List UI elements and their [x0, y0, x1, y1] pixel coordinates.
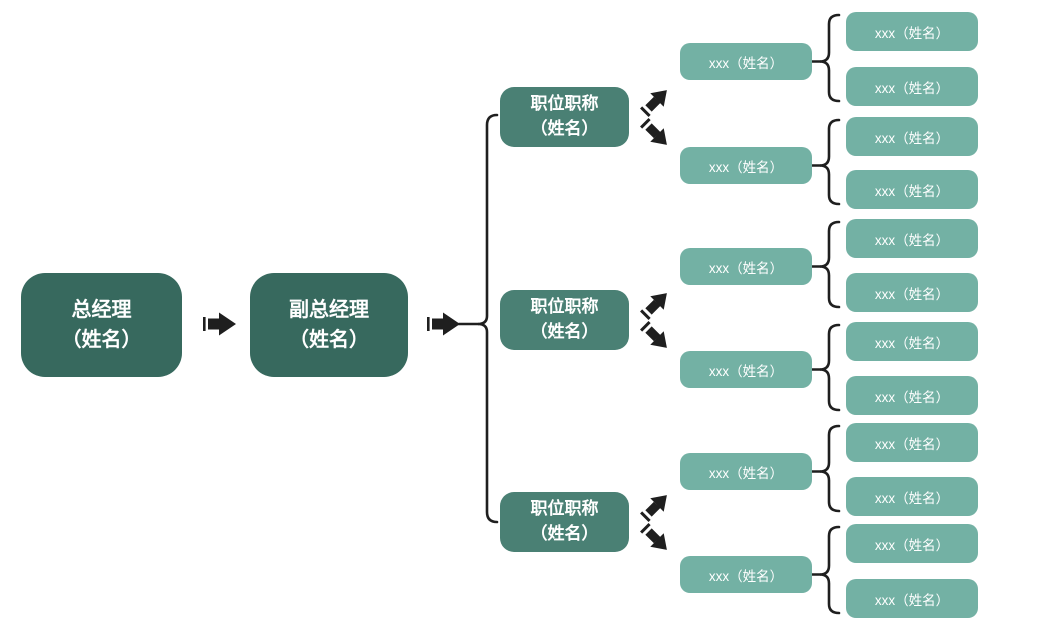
- node-member: xxx（姓名）: [846, 170, 978, 209]
- node-position-title: 职位职称 （姓名）: [500, 492, 629, 552]
- node-position-title: 职位职称 （姓名）: [500, 290, 629, 350]
- brace-connector: [819, 424, 841, 513]
- node-deputy-general-manager: 副总经理 （姓名）: [250, 273, 408, 377]
- node-member: xxx（姓名）: [846, 423, 978, 462]
- node-staff: xxx（姓名）: [680, 351, 812, 388]
- node-member: xxx（姓名）: [846, 117, 978, 156]
- node-member: xxx（姓名）: [846, 322, 978, 361]
- node-staff: xxx（姓名）: [680, 453, 812, 490]
- node-member: xxx（姓名）: [846, 579, 978, 618]
- right-arrow-icon: [427, 312, 460, 336]
- down-right-arrow-icon: [640, 321, 667, 348]
- node-staff: xxx（姓名）: [680, 147, 812, 184]
- right-arrow-icon: [203, 312, 236, 336]
- node-position-title: 职位职称 （姓名）: [500, 87, 629, 147]
- node-staff: xxx（姓名）: [680, 556, 812, 593]
- brace-connector: [819, 13, 841, 103]
- node-member: xxx（姓名）: [846, 477, 978, 516]
- node-member: xxx（姓名）: [846, 376, 978, 415]
- up-right-arrow-icon: [640, 90, 667, 117]
- brace-connector: [819, 220, 841, 309]
- node-member: xxx（姓名）: [846, 12, 978, 51]
- node-general-manager: 总经理 （姓名）: [21, 273, 182, 377]
- up-right-arrow-icon: [640, 293, 667, 320]
- node-member: xxx（姓名）: [846, 67, 978, 106]
- down-right-arrow-icon: [640, 118, 667, 145]
- down-right-arrow-icon: [640, 523, 667, 550]
- up-right-arrow-icon: [640, 495, 667, 522]
- node-staff: xxx（姓名）: [680, 248, 812, 285]
- node-staff: xxx（姓名）: [680, 43, 812, 80]
- brace-connector: [819, 118, 841, 206]
- brace-connector: [819, 323, 841, 412]
- node-member: xxx（姓名）: [846, 273, 978, 312]
- brace-connector: [477, 113, 499, 524]
- brace-connector: [819, 525, 841, 615]
- node-member: xxx（姓名）: [846, 219, 978, 258]
- node-member: xxx（姓名）: [846, 524, 978, 563]
